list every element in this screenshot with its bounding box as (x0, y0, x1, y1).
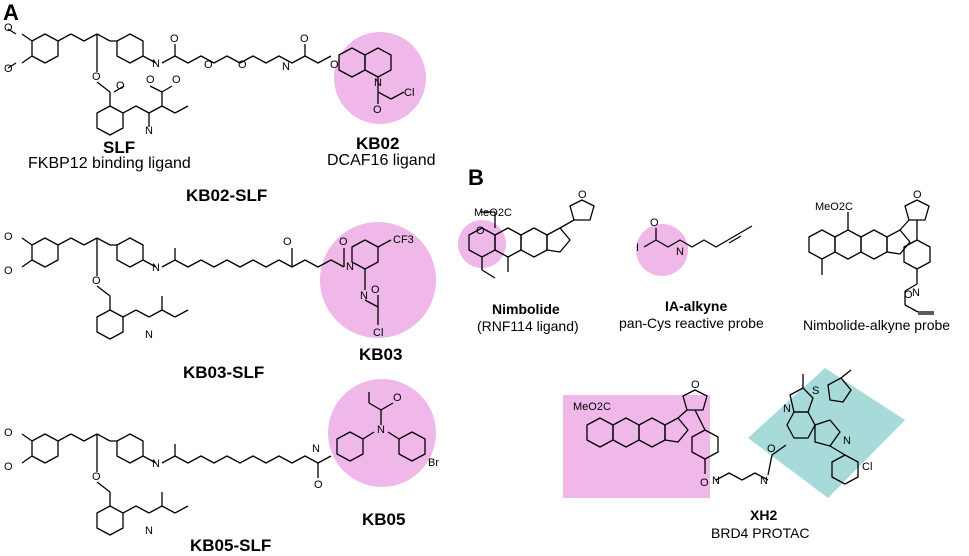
xh2-caption: BRD4 PROTAC (711, 525, 810, 541)
svg-text:O: O (4, 265, 13, 277)
svg-text:N: N (152, 458, 160, 470)
svg-text:O: O (371, 284, 380, 296)
kb03-highlight (320, 222, 436, 338)
kb05-label: KB05 (362, 510, 406, 529)
slf-caption: FKBP12 binding ligand (28, 155, 191, 172)
svg-text:N: N (152, 58, 160, 70)
nimbolide-name: Nimbolide (492, 301, 560, 317)
svg-text:O: O (767, 443, 776, 455)
svg-text:Cl: Cl (373, 327, 383, 339)
svg-text:MeO2C: MeO2C (573, 401, 611, 413)
nimbolide-structure (468, 199, 595, 279)
svg-text:I: I (636, 242, 639, 254)
svg-text:CF3: CF3 (393, 234, 414, 246)
ia-alkyne-caption: pan-Cys reactive probe (619, 315, 764, 331)
svg-text:N: N (760, 475, 768, 487)
panel-label-a: A (3, 0, 19, 25)
nimbolide-alkyne-caption: Nimbolide-alkyne probe (803, 317, 951, 333)
svg-text:O: O (92, 275, 101, 287)
svg-text:N: N (282, 61, 290, 73)
svg-text:O: O (204, 59, 213, 71)
svg-text:O: O (4, 427, 13, 439)
svg-text:O: O (172, 74, 181, 86)
svg-text:N: N (145, 329, 153, 341)
kb02-slf-name: KB02-SLF (186, 186, 268, 205)
svg-text:N: N (783, 403, 791, 415)
svg-text:O: O (330, 59, 339, 71)
nimbolide-caption: (RNF114 ligand) (477, 318, 579, 334)
xh2-name: XH2 (750, 507, 778, 523)
nimbolide-highlight (458, 220, 506, 268)
svg-text:MeO2C: MeO2C (474, 207, 512, 219)
svg-text:N: N (712, 475, 720, 487)
svg-text:O: O (283, 236, 292, 248)
svg-text:N: N (145, 525, 153, 537)
svg-text:S: S (812, 385, 819, 397)
kb02-slf-structure (7, 28, 405, 136)
svg-text:O: O (691, 379, 700, 391)
svg-text:O: O (913, 189, 922, 201)
svg-text:O: O (904, 289, 913, 301)
svg-text:N: N (152, 262, 160, 274)
svg-text:O: O (4, 231, 13, 243)
ia-alkyne-name: IA-alkyne (665, 298, 728, 314)
svg-text:N: N (843, 435, 851, 447)
svg-text:O: O (373, 104, 382, 116)
svg-text:O: O (92, 471, 101, 483)
kb02-caption: DCAF16 ligand (327, 152, 436, 169)
svg-text:O: O (314, 479, 323, 491)
svg-text:O: O (578, 189, 587, 201)
svg-text:Cl: Cl (404, 87, 414, 99)
svg-text:Br: Br (428, 457, 439, 469)
svg-text:O: O (650, 217, 659, 229)
svg-text:O: O (92, 71, 101, 83)
xh2-structure (586, 369, 859, 485)
svg-text:O: O (4, 461, 13, 473)
svg-text:N: N (374, 77, 382, 89)
svg-text:N: N (312, 443, 320, 455)
svg-text:N: N (145, 125, 153, 137)
svg-text:O: O (700, 477, 709, 489)
kb05-slf-name: KB05-SLF (190, 536, 272, 555)
svg-text:N: N (360, 290, 368, 302)
svg-text:O: O (339, 236, 348, 248)
svg-text:O: O (238, 59, 247, 71)
kb03-slf-structure (21, 237, 392, 340)
svg-text:O: O (170, 33, 179, 45)
svg-text:O: O (300, 33, 309, 45)
svg-text:N: N (912, 287, 920, 299)
svg-text:O: O (393, 392, 402, 404)
ia-alkyne-structure (643, 225, 753, 248)
svg-text:O: O (4, 63, 13, 75)
kb03-slf-name: KB03-SLF (183, 363, 265, 382)
svg-text:O: O (116, 80, 125, 92)
atom-labels: O O O O N O O N O O O N O O N O Cl O O O… (4, 22, 922, 537)
nimbolide-alkyne-structure (808, 199, 934, 315)
svg-text:Cl: Cl (862, 461, 872, 473)
svg-text:MeO2C: MeO2C (815, 201, 853, 213)
svg-text:O: O (476, 225, 485, 237)
xh2-jq1-highlight (748, 368, 905, 498)
kb05-slf-structure (21, 392, 426, 536)
kb03-label: KB03 (359, 345, 403, 364)
svg-text:O: O (4, 22, 13, 34)
kb02-label: KB02 (356, 134, 400, 153)
ia-alkyne-highlight (636, 224, 688, 276)
kb02-highlight (334, 32, 426, 124)
slf-label: SLF (103, 138, 136, 157)
svg-text:N: N (377, 424, 385, 436)
svg-text:N: N (346, 261, 354, 273)
panel-label-b: B (468, 165, 484, 190)
svg-text:O: O (146, 74, 155, 86)
svg-text:N: N (676, 246, 684, 258)
